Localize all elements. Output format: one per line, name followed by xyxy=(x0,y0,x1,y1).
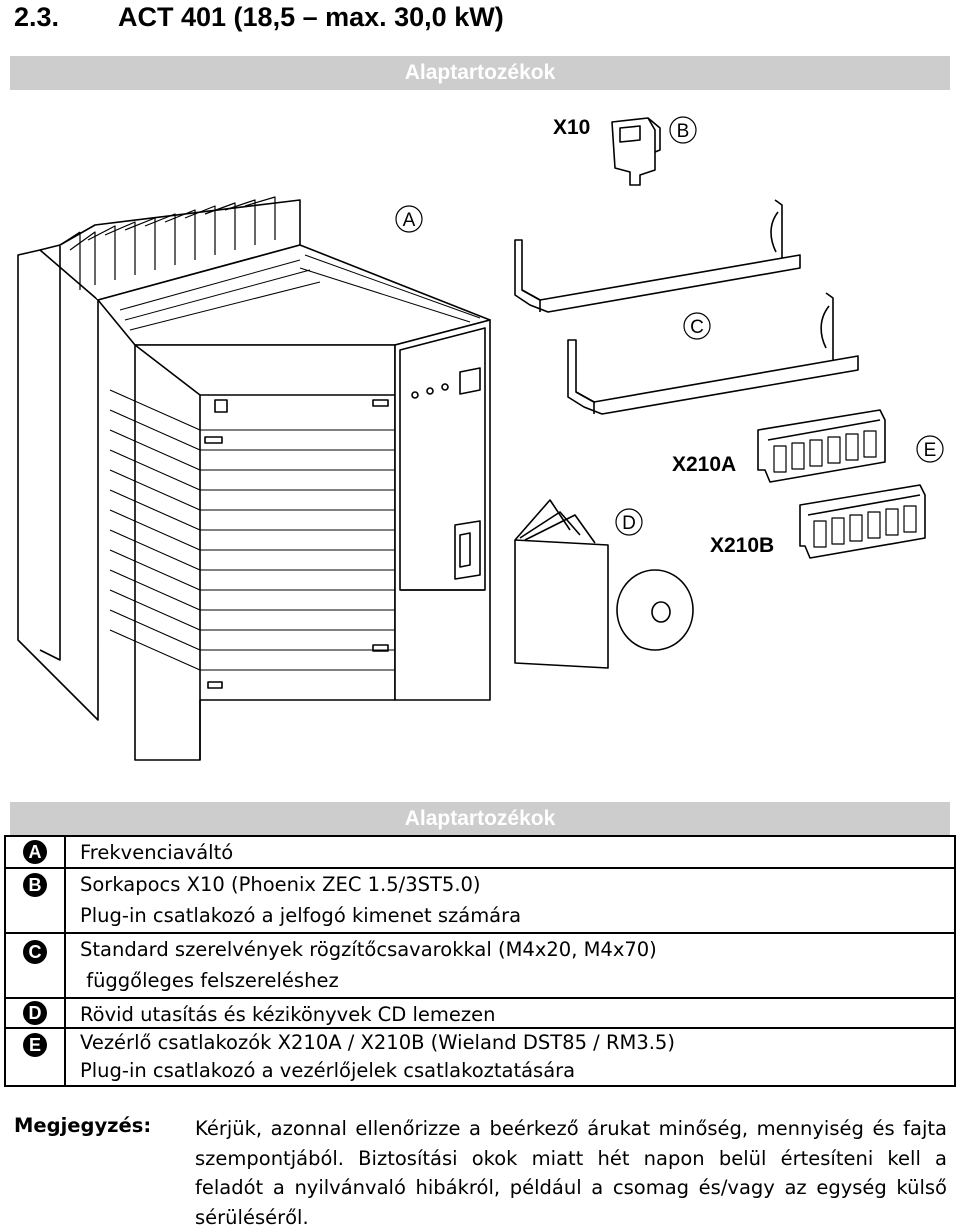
accessories-illustration: X10 B A C X210A E D X210B xyxy=(17,116,944,761)
table-row: E Vezérlő csatlakozók X210A / X210B (Wie… xyxy=(6,1029,954,1085)
callout-e: E xyxy=(924,440,937,461)
section-heading: 2.3. ACT 401 (18,5 – max. 30,0 kW) xyxy=(14,2,504,36)
mounting-bracket-upper xyxy=(514,199,801,313)
x210a-label: X210A xyxy=(672,453,736,476)
x210a-terminal-drawing xyxy=(757,409,886,483)
letter-badge: C xyxy=(23,940,47,964)
callout-c: C xyxy=(690,317,704,338)
x210b-terminal-drawing xyxy=(799,484,926,559)
table-row: D Rövid utasítás és kézikönyvek CD lemez… xyxy=(6,999,954,1029)
item-description: Sorkapocs X10 (Phoenix ZEC 1.5/3ST5.0)Pl… xyxy=(80,873,522,927)
item-description: Vezérlő csatlakozók X210A / X210B (Wiela… xyxy=(80,1031,675,1082)
item-description: Standard szerelvények rögzítőcsavarokkal… xyxy=(80,938,657,992)
accessories-header-band: Alaptartozékok xyxy=(10,56,950,90)
note-text: Kérjük, azonnal ellenőrizze a beérkező á… xyxy=(195,1117,947,1229)
table-header-band: Alaptartozékok xyxy=(10,802,950,836)
manual-booklet-drawing xyxy=(514,499,609,669)
callout-d: D xyxy=(622,513,636,534)
item-description: Rövid utasítás és kézikönyvek CD lemezen xyxy=(80,1003,496,1026)
table-row: A Frekvenciaváltó xyxy=(6,837,954,869)
table-row: B Sorkapocs X10 (Phoenix ZEC 1.5/3ST5.0)… xyxy=(6,869,954,934)
section-number: 2.3. xyxy=(14,2,60,32)
x10-terminal-drawing xyxy=(611,117,661,186)
letter-badge: B xyxy=(23,873,47,897)
callout-b: B xyxy=(677,121,690,142)
cd-disc-drawing xyxy=(616,569,694,651)
item-description: Frekvenciaváltó xyxy=(80,841,234,864)
note-label: Megjegyzés: xyxy=(14,1114,152,1137)
section-title: ACT 401 (18,5 – max. 30,0 kW) xyxy=(118,2,504,32)
letter-badge: A xyxy=(23,840,47,864)
accessories-table: A Frekvenciaváltó B Sorkapocs X10 (Phoen… xyxy=(4,835,956,1087)
frequency-inverter-drawing xyxy=(17,196,491,761)
x10-label: X10 xyxy=(553,116,590,139)
x210b-label: X210B xyxy=(710,534,774,557)
letter-badge: E xyxy=(23,1033,47,1057)
letter-badge: D xyxy=(23,1001,47,1025)
table-row: C Standard szerelvények rögzítőcsavarokk… xyxy=(6,934,954,999)
mounting-bracket-lower xyxy=(567,292,859,415)
callout-a: A xyxy=(403,210,416,231)
